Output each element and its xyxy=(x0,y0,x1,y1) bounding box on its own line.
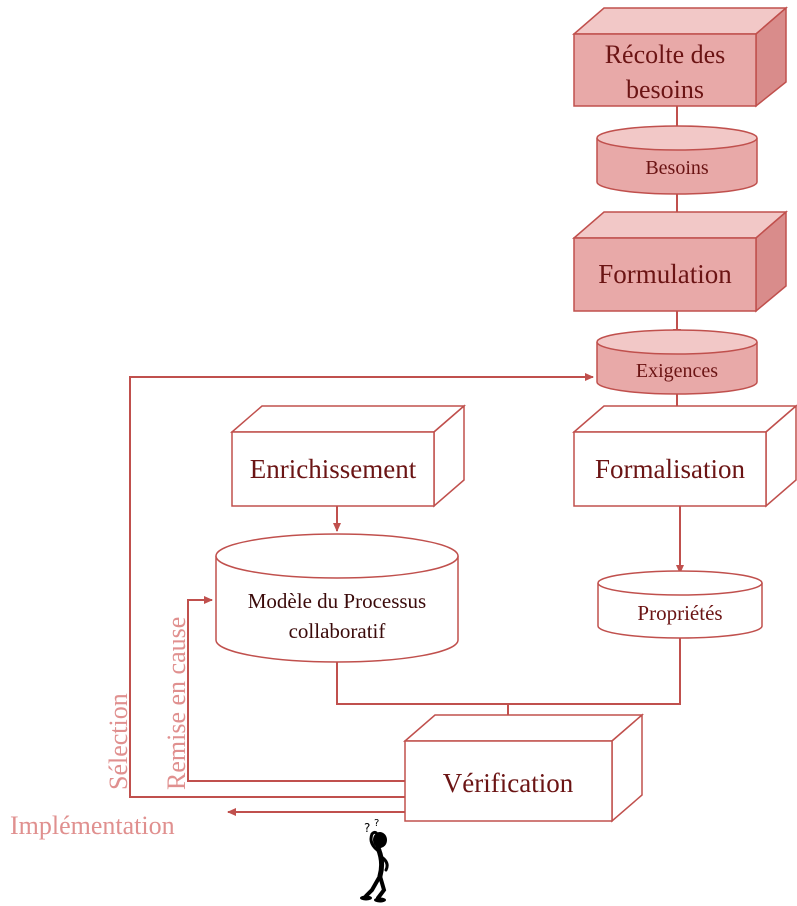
flow-implementation-label: Implémentation xyxy=(10,811,175,840)
step-enrichissement-label: Enrichissement xyxy=(250,454,417,484)
step-formalisation: Formalisation xyxy=(571,404,797,508)
store-modele-label-line1: Modèle du Processus xyxy=(248,589,426,613)
store-proprietes-label: Propriétés xyxy=(637,601,722,625)
store-besoins-label: Besoins xyxy=(645,157,709,179)
store-modele-processus: Modèle du Processus collaboratif xyxy=(215,533,459,663)
store-exigences-label: Exigences xyxy=(636,360,718,382)
store-besoins: Besoins xyxy=(596,125,758,195)
step-verification-label: Vérification xyxy=(443,768,574,798)
flow-remise-en-cause-label: Remise en cause xyxy=(162,617,191,790)
step-recolte-besoins: Récolte des besoins xyxy=(571,6,789,108)
flow-remise-en-cause-line xyxy=(187,596,405,782)
store-proprietes: Propriétés xyxy=(597,570,763,639)
step-enrichissement: Enrichissement xyxy=(229,404,467,508)
confused-person-icon: ? ? xyxy=(360,818,389,903)
svg-text:?: ? xyxy=(364,821,370,835)
store-exigences: Exigences xyxy=(596,329,758,395)
flow-selection-line xyxy=(129,373,594,798)
connector-proprietes-to-verification xyxy=(508,638,681,705)
step-recolte-label-line2: besoins xyxy=(626,75,704,104)
step-formalisation-label: Formalisation xyxy=(595,454,745,484)
connector-modele-to-verification xyxy=(336,662,508,705)
step-verification: Vérification xyxy=(402,713,645,823)
step-formulation: Formulation xyxy=(571,210,789,313)
step-recolte-label-line1: Récolte des xyxy=(605,40,726,69)
svg-text:?: ? xyxy=(374,818,379,829)
store-modele-label-line2: collaboratif xyxy=(289,619,386,643)
step-formulation-label: Formulation xyxy=(598,259,732,289)
flow-selection-label: Sélection xyxy=(104,693,133,790)
